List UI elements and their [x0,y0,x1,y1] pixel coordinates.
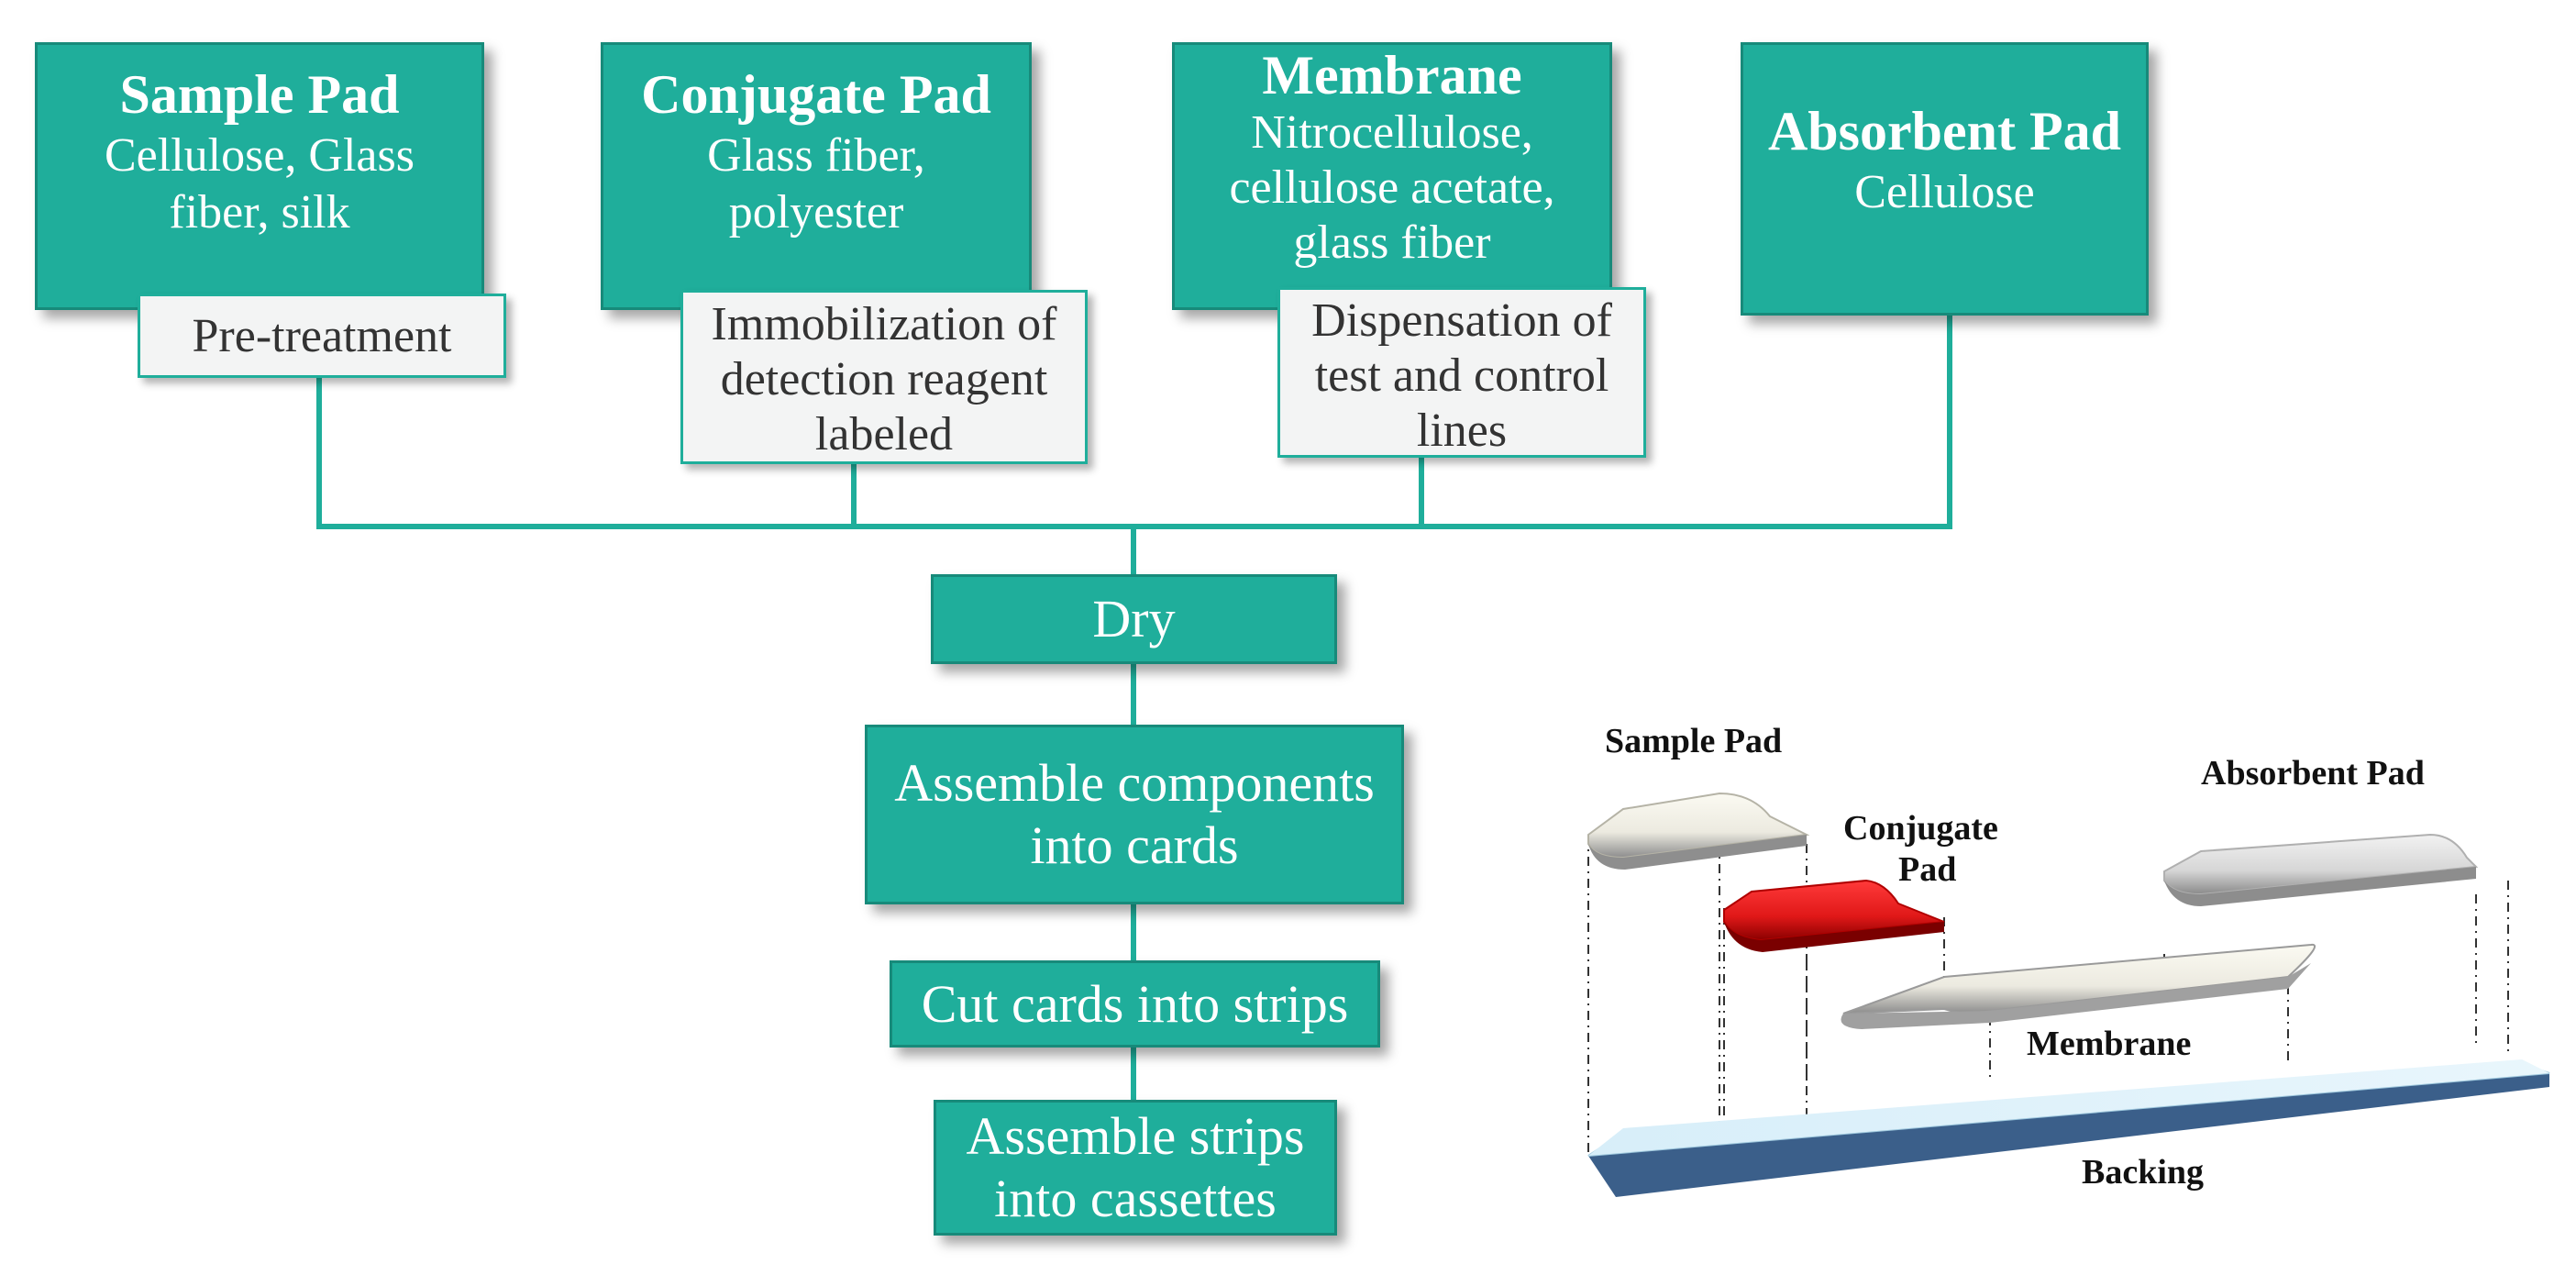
immobilization-line: Immobilization of [711,298,1057,350]
membrane-title: Membrane [1262,45,1522,105]
strip-label-backing: Backing [2082,1153,2204,1192]
conjugate-pad-desc-line: polyester [728,186,904,238]
dispensation-line: test and control [1314,349,1609,402]
immobilization-note: Immobilization of detection reagent labe… [680,290,1088,464]
strip-label-conjugate-pad: Pad [1898,850,1956,889]
backing-layer [1587,1059,2550,1197]
connector-absorbent-pad [1947,312,1952,529]
connector-bus-to-dry [1131,524,1136,574]
membrane-box: Membrane Nitrocellulose, cellulose aceta… [1172,42,1612,310]
dispensation-line: lines [1416,405,1508,457]
strip-label-absorbent-pad: Absorbent Pad [2201,754,2425,793]
dry-step: Dry [931,574,1337,664]
assemble-cassettes-step: Assemble strips into cassettes [934,1100,1337,1236]
immobilization-line: labeled [814,408,954,460]
connector-assemble-to-cut [1131,904,1136,960]
absorbent-pad-desc-line: Cellulose [1854,166,2035,218]
connector-sample-pad [316,371,322,529]
absorbent-pad-layer [2163,833,2479,906]
cut-strips-label: Cut cards into strips [921,973,1349,1034]
membrane-desc-line: cellulose acetate, [1229,161,1555,214]
assemble-cards-line: into cards [1030,815,1239,875]
absorbent-pad-box: Absorbent Pad Cellulose [1741,42,2149,316]
connector-membrane [1419,454,1424,529]
sample-pad-desc-line: fiber, silk [169,186,350,238]
connector-dry-to-assemble [1131,662,1136,725]
membrane-desc-line: Nitrocellulose, [1251,106,1533,159]
connector-cut-to-cassettes [1131,1046,1136,1101]
lateral-flow-strip-illustration: Sample Pad Conjugate Pad Absorbent Pad M… [1587,722,2550,1197]
conjugate-pad-title: Conjugate Pad [641,64,991,125]
sample-pad-desc-line: Cellulose, Glass [105,129,415,182]
strip-label-membrane: Membrane [2027,1025,2191,1063]
assemble-cassettes-line: Assemble strips [966,1106,1305,1166]
pre-treatment-note: Pre-treatment [138,294,506,378]
absorbent-pad-title: Absorbent Pad [1767,101,2122,161]
pre-treatment-line: Pre-treatment [192,310,452,362]
dispensation-note: Dispensation of test and control lines [1277,287,1646,458]
conjugate-pad-box: Conjugate Pad Glass fiber, polyester [601,42,1032,310]
assemble-cards-line: Assemble components [894,753,1375,813]
cut-strips-step: Cut cards into strips [890,960,1380,1048]
membrane-layer [1841,943,2316,1029]
immobilization-line: detection reagent [720,353,1048,405]
connector-conjugate-pad [851,459,857,529]
membrane-desc-line: glass fiber [1293,216,1491,269]
assemble-cards-step: Assemble components into cards [865,725,1404,904]
dry-step-label: Dry [1092,589,1176,649]
conjugate-pad-desc-line: Glass fiber, [707,129,925,182]
sample-pad-title: Sample Pad [119,64,400,125]
conjugate-pad-layer [1723,879,1945,952]
dispensation-line: Dispensation of [1311,294,1612,347]
sample-pad-layer [1587,792,1810,870]
strip-label-conjugate-pad: Conjugate [1843,809,1998,848]
sample-pad-box: Sample Pad Cellulose, Glass fiber, silk [35,42,484,310]
assemble-cassettes-line: into cassettes [994,1169,1277,1228]
strip-label-sample-pad: Sample Pad [1605,722,1782,760]
